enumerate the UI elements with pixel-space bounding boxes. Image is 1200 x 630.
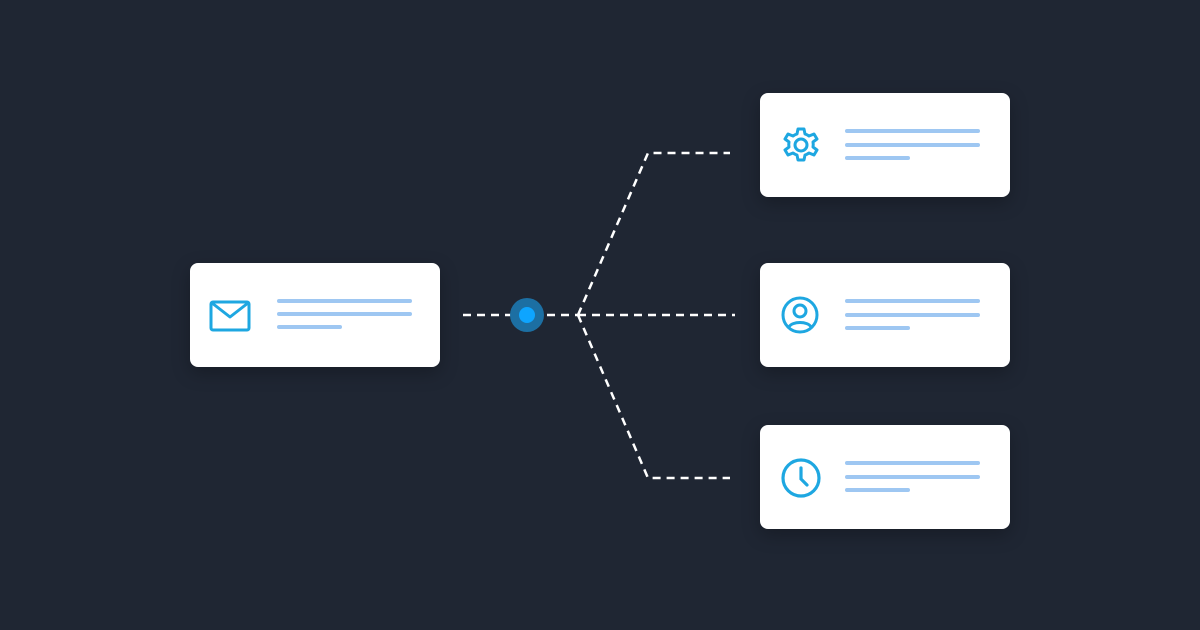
user-circle-icon bbox=[781, 296, 819, 334]
clock-icon bbox=[781, 458, 821, 498]
connector-to-clock-card bbox=[576, 314, 730, 480]
placeholder-line-2 bbox=[845, 475, 980, 479]
placeholder-line-2 bbox=[845, 143, 980, 147]
gear-icon bbox=[783, 127, 819, 162]
placeholder-line-1 bbox=[845, 461, 980, 465]
placeholder-line-1 bbox=[845, 299, 980, 303]
placeholder-line-2 bbox=[277, 312, 412, 316]
placeholder-line-3 bbox=[277, 325, 342, 329]
envelope-icon bbox=[209, 300, 251, 332]
hub-node bbox=[519, 307, 535, 323]
placeholder-line-1 bbox=[845, 129, 980, 133]
placeholder-line-1 bbox=[277, 299, 412, 303]
dashed-connectors bbox=[463, 151, 735, 480]
placeholder-line-3 bbox=[845, 156, 910, 160]
connector-to-gear-card bbox=[576, 151, 730, 316]
placeholder-line-3 bbox=[845, 326, 910, 330]
placeholder-line-2 bbox=[845, 313, 980, 317]
target-card-gear[interactable] bbox=[760, 93, 1010, 197]
target-card-user[interactable] bbox=[760, 263, 1010, 367]
placeholder-line-3 bbox=[845, 488, 910, 492]
